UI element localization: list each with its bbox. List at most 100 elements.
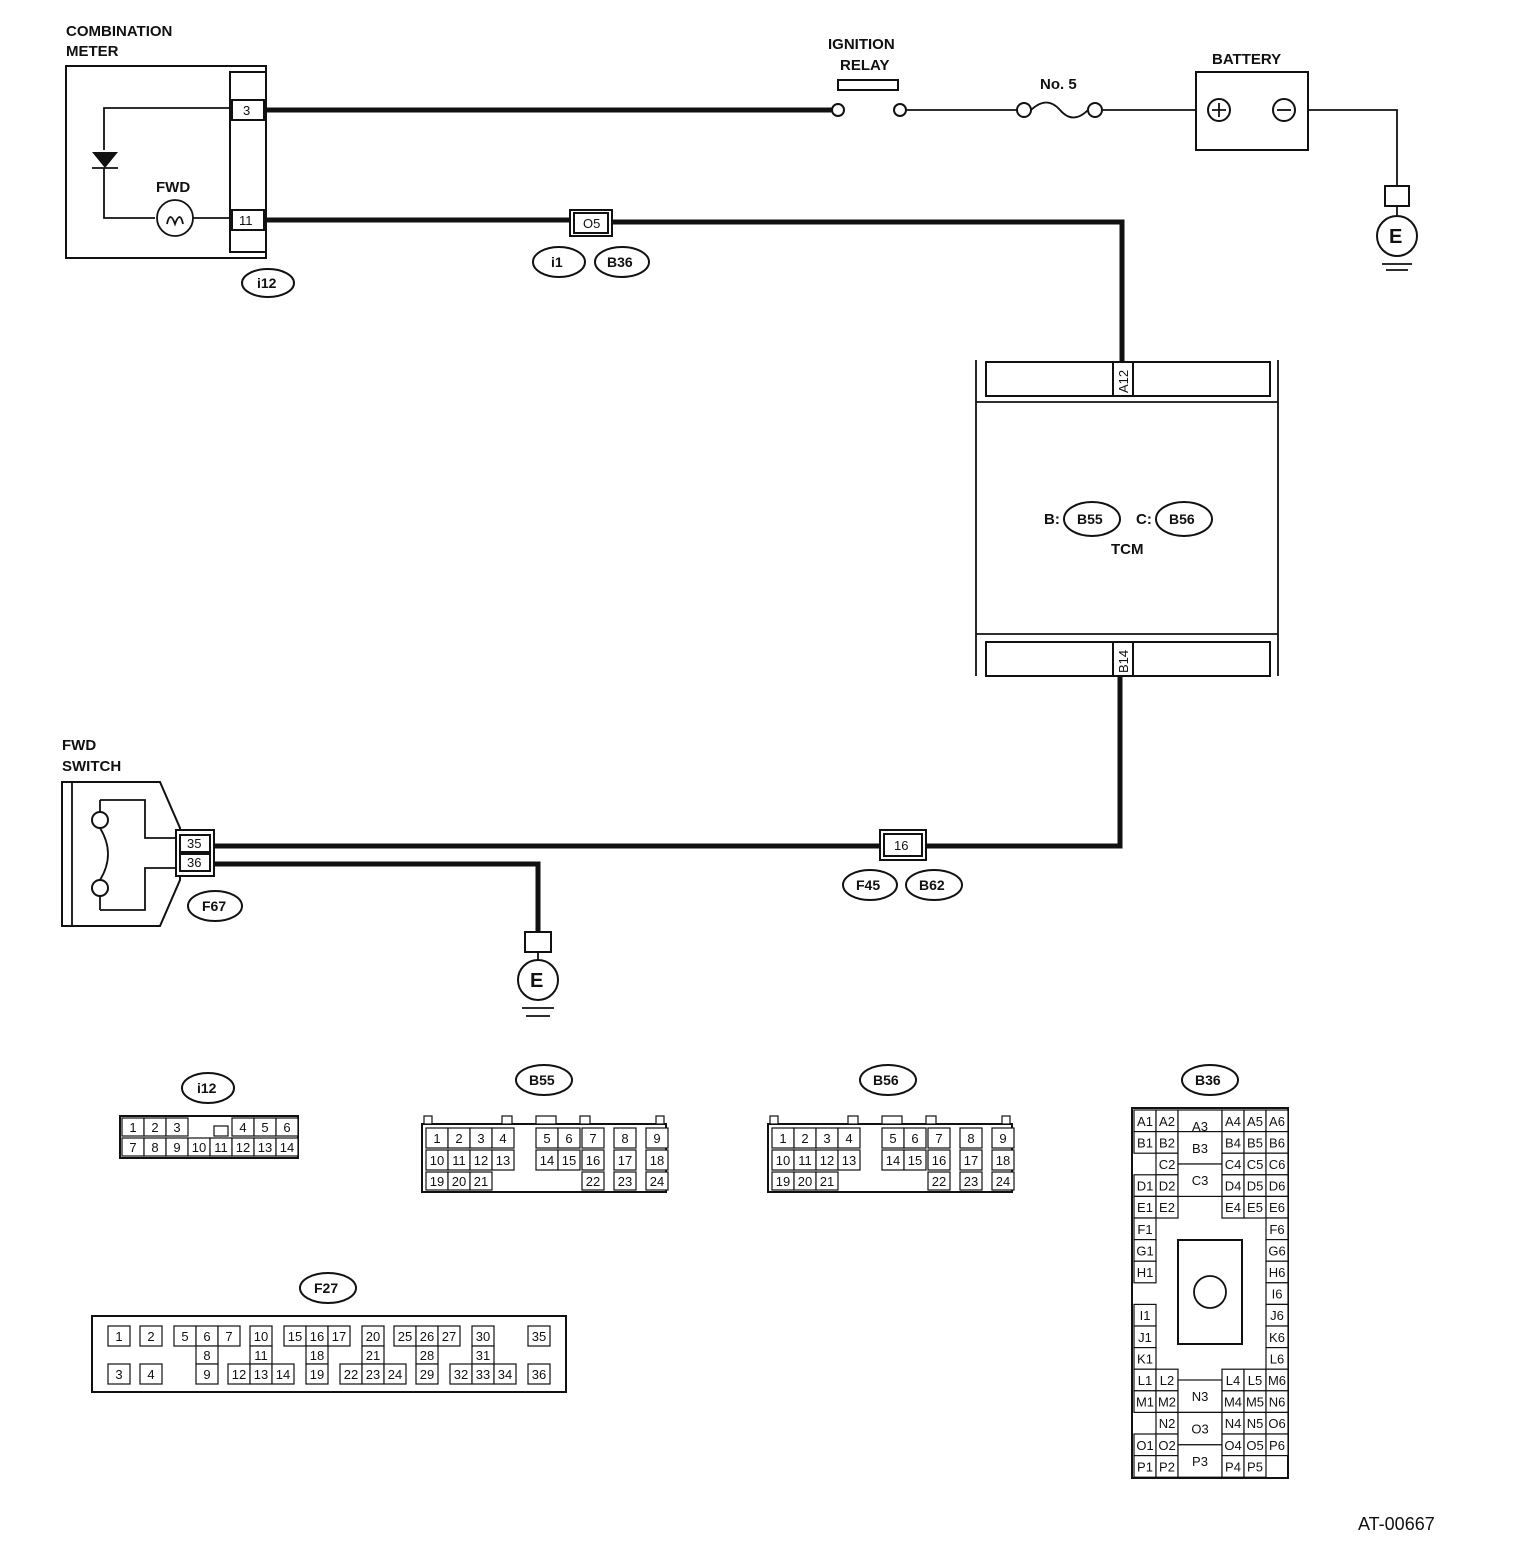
f27-pin-29-cell: [415, 1363, 439, 1385]
wire-joint-to-tcm-a12: [612, 219, 1125, 362]
sw-pin-35: 35: [187, 836, 201, 851]
f27-pin-2-cell: [139, 1325, 163, 1347]
b56-pin-13-cell: [837, 1149, 861, 1171]
b56-pin-24-cell: [991, 1171, 1015, 1191]
b36-pin-B5-label: B5: [1247, 1135, 1263, 1150]
connector-tag-b62-label: B62: [919, 877, 945, 893]
f27-pin-35-cell: [527, 1325, 551, 1347]
tcm-pin-b14-box: [1112, 641, 1134, 677]
sw-pin-35-box: [179, 834, 211, 853]
b55-pin-9-label: 9: [653, 1131, 660, 1146]
ground-battery-lug: [1384, 185, 1410, 207]
joint-o5-pin: O5: [583, 216, 600, 231]
b55-pin-11-label: 11: [452, 1153, 466, 1168]
joint-16-pin: 16: [894, 838, 908, 853]
connector-view-b36-center: [1177, 1239, 1243, 1345]
b36-pin-P1-label: P1: [1137, 1459, 1153, 1474]
combination-meter-label-line2: METER: [66, 43, 119, 60]
meter-pin-3: 3: [243, 103, 250, 118]
b36-pin-D2-label: D2: [1159, 1179, 1176, 1194]
connector-view-i12-tag: [181, 1072, 235, 1104]
b55-key-1: [501, 1115, 513, 1125]
combination-meter: COMBINATION METER 3 11 FWD i12: [65, 23, 295, 298]
b56-pin-4-cell: [837, 1127, 861, 1149]
b55-pin-15-label: 15: [562, 1153, 576, 1168]
f27-pin-31-label: 31: [476, 1348, 490, 1363]
f27-pin-29-label: 29: [420, 1367, 434, 1382]
tcm-conn-c-prefix: C:: [1136, 511, 1152, 528]
sw-pin-36: 36: [187, 855, 201, 870]
b55-pin-19-label: 19: [430, 1174, 444, 1189]
b36-pin-P3-label: P3: [1192, 1454, 1208, 1469]
b36-pin-P6-label: P6: [1269, 1438, 1285, 1453]
f27-pin-21-label: 21: [366, 1348, 380, 1363]
i12-pin-6-label: 6: [283, 1120, 290, 1135]
b56-pin-10-label: 10: [776, 1153, 790, 1168]
b56-pin-19-label: 19: [776, 1174, 790, 1189]
f27-pin-18-label: 18: [310, 1348, 324, 1363]
b36-pin-M1-label: M1: [1136, 1395, 1154, 1410]
b56-pin-3-label: 3: [823, 1131, 830, 1146]
meter-pin-3-box: [231, 99, 265, 121]
f27-pin-7-label: 7: [225, 1329, 232, 1344]
b36-pin-P5-cell: [1243, 1454, 1267, 1478]
b36-pin-A6-label: A6: [1269, 1114, 1285, 1129]
i12-pin-14-cell: [275, 1137, 299, 1157]
i12-pin-14-label: 14: [280, 1140, 294, 1155]
b36-pin-L1-label: L1: [1138, 1373, 1152, 1388]
i12-pin-5-label: 5: [261, 1120, 268, 1135]
b36-pin-K6-label: K6: [1269, 1330, 1285, 1345]
b56-pin-15-label: 15: [908, 1153, 922, 1168]
connector-tag-b55-label: B55: [1077, 511, 1103, 527]
b36-pin-M6-label: M6: [1268, 1373, 1286, 1388]
ignition-relay-label-line2: RELAY: [840, 57, 889, 74]
b36-pin-O3-cell: [1177, 1411, 1223, 1446]
f27-pin-14-cell: [271, 1363, 295, 1385]
connector-view-b36: B36 A1B1D1E1F1G1H1I1J1K1L1M1O1P1A2B2C2D2…: [1131, 1064, 1289, 1479]
i12-key: [213, 1125, 229, 1137]
b36-pin-D6-label: D6: [1269, 1179, 1286, 1194]
b56-pin-7-cell: [927, 1127, 951, 1149]
b55-key-4: [655, 1115, 665, 1125]
switch-blade-icon: [99, 827, 109, 881]
b36-pin-O2-label: O2: [1158, 1438, 1175, 1453]
b36-pin-C3-cell: [1177, 1163, 1223, 1198]
tcm-pin-a12-box: [1112, 361, 1134, 397]
switch-contact-top: [91, 811, 109, 829]
b55-key-0: [423, 1115, 433, 1125]
tcm-conn-b-prefix: B:: [1044, 511, 1060, 528]
meter-internal-wire-top: [103, 107, 230, 150]
b56-pin-6-label: 6: [911, 1131, 918, 1146]
combination-meter-label-line1: COMBINATION: [66, 23, 172, 40]
b55-pin-4-label: 4: [499, 1131, 506, 1146]
b36-pin-N4-label: N4: [1225, 1416, 1242, 1431]
f27-pin-3-cell: [107, 1363, 131, 1385]
b55-pin-4-cell: [491, 1127, 515, 1149]
b36-pin-L2-label: L2: [1160, 1373, 1174, 1388]
f27-pin-17-cell: [327, 1325, 351, 1347]
fwd-switch-label-line2: SWITCH: [62, 758, 121, 775]
i12-pin-7-label: 7: [129, 1140, 136, 1155]
b36-pin-I1-label: I1: [1140, 1308, 1151, 1323]
fwd-lamp-filament: [166, 216, 184, 227]
b55-key-3: [579, 1115, 591, 1125]
b36-pin-G1-label: G1: [1136, 1243, 1153, 1258]
b55-pin-9-cell: [645, 1127, 669, 1149]
b36-pin-O6-label: O6: [1268, 1416, 1285, 1431]
f27-pin-19-cell: [305, 1363, 329, 1385]
b36-pin-A5-label: A5: [1247, 1114, 1263, 1129]
sw-pin-36-box: [179, 853, 211, 872]
f27-pin-3-label: 3: [115, 1367, 122, 1382]
b36-pin-B3-cell: [1177, 1130, 1223, 1165]
b36-pin-N3-label: N3: [1192, 1389, 1209, 1404]
f27-pin-1-label: 1: [115, 1329, 122, 1344]
f27-pin-11-label: 11: [254, 1348, 268, 1363]
b36-pin-E2-label: E2: [1159, 1200, 1175, 1215]
relay-contact-right: [893, 103, 907, 117]
b56-pin-22-label: 22: [932, 1174, 946, 1189]
connector-tag-b62: [905, 869, 963, 901]
f27-pin-23-label: 23: [366, 1367, 380, 1382]
i12-pin-8-label: 8: [151, 1140, 158, 1155]
tcm-label: TCM: [1111, 541, 1144, 558]
